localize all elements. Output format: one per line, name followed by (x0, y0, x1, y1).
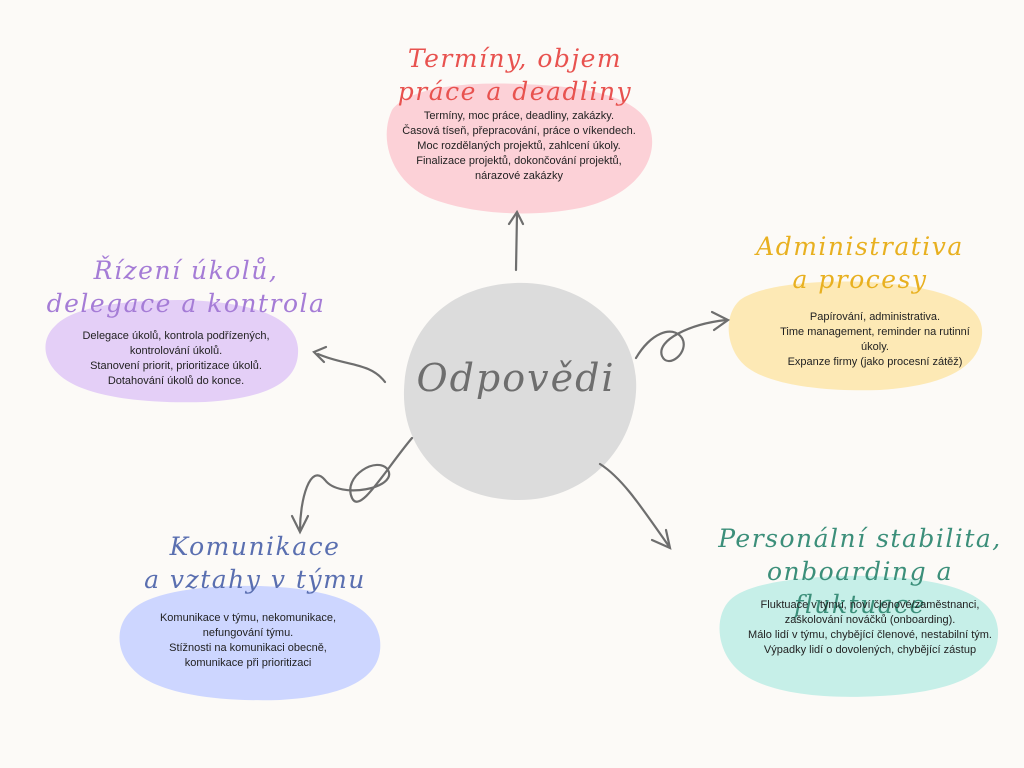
administrativa-blob (728, 281, 983, 391)
administrativa-text: Papírování, administrativa. Time managem… (780, 311, 970, 368)
center-blob (403, 282, 637, 501)
personalni-title: Personální stabilita, onboarding a flukt… (718, 524, 1002, 619)
center-label: Odpovědi (416, 356, 616, 400)
komunikace-blob (119, 585, 381, 701)
terminy-text: Termíny, moc práce, deadliny, zakázky. Č… (402, 110, 636, 182)
terminy-blob (386, 83, 653, 214)
rizeni-text: Delegace úkolů, kontrola podřízených, ko… (82, 330, 270, 387)
rizeni-blob (45, 300, 299, 403)
administrativa-title: Administrativa a procesy (756, 232, 964, 294)
komunikace-text: Komunikace v týmu, nekomunikace, nefungo… (159, 612, 337, 669)
arrow-to-personalni (598, 462, 672, 550)
personalni-blob (719, 575, 999, 697)
arrow-to-komunikace (290, 436, 414, 535)
personalni-text: Fluktuace v týmu, noví členové/zaměstnan… (748, 599, 992, 656)
terminy-title: Termíny, objem práce a deadliny (397, 44, 633, 106)
rizeni-title: Řízení úkolů, delegace a kontrola (46, 256, 326, 318)
arrow-to-administrativa (634, 310, 731, 363)
arrow-to-rizeni (312, 345, 387, 384)
komunikace-title: Komunikace a vztahy v týmu (144, 532, 366, 594)
arrow-to-terminy (507, 209, 525, 272)
